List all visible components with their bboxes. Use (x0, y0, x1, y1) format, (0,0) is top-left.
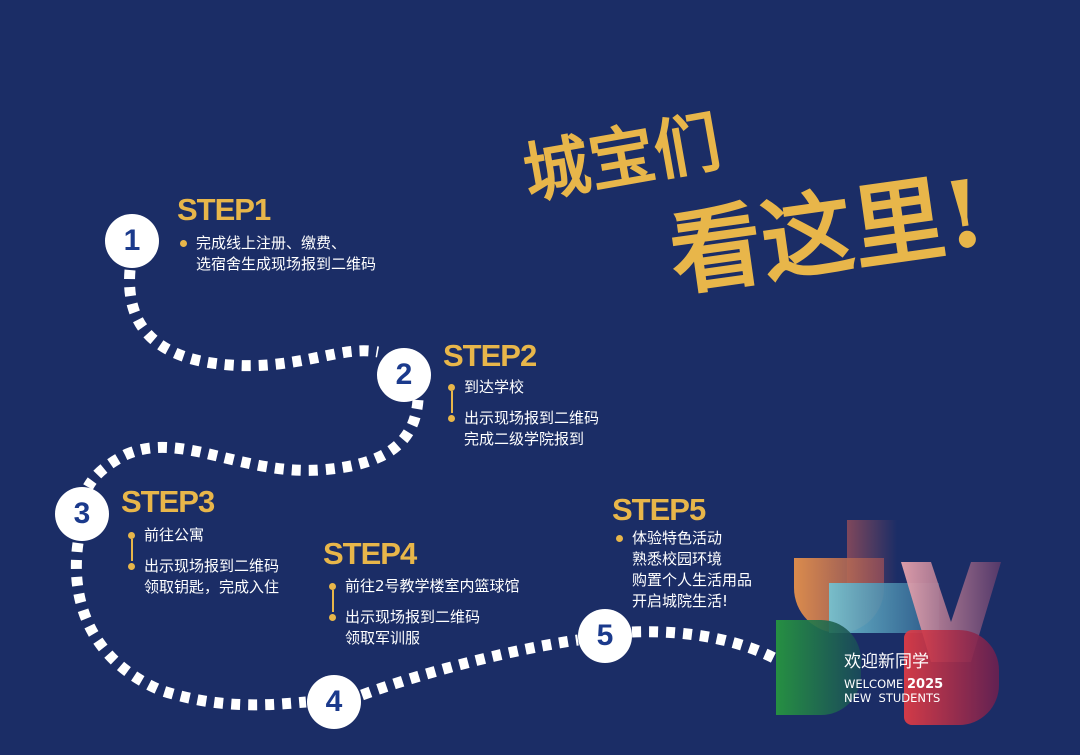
step-4-item: 前往2号教学楼室内篮球馆 (327, 576, 520, 612)
step-3-item: 前往公寓 (126, 525, 279, 561)
step-2-item: 到达学校 (446, 377, 599, 413)
step-5-items: 体验特色活动 熟悉校园环境 购置个人生活用品 开启城院生活! (614, 528, 752, 618)
step-4-item: 出示现场报到二维码 领取军训服 (327, 607, 520, 649)
step-2-circle: 2 (377, 348, 431, 402)
step-2-items: 到达学校 出示现场报到二维码 完成二级学院报到 (446, 377, 599, 456)
step-4-circle: 4 (307, 675, 361, 729)
step-1-item: 完成线上注册、缴费、 选宿舍生成现场报到二维码 (178, 233, 376, 275)
step-3-items: 前往公寓 出示现场报到二维码 领取钥匙，完成入住 (126, 525, 279, 604)
step-3-title: STEP3 (121, 484, 215, 519)
step-1-title: STEP1 (177, 192, 271, 227)
step-4-items: 前往2号教学楼室内篮球馆 出示现场报到二维码 领取军训服 (327, 576, 520, 655)
step-5-item: 体验特色活动 熟悉校园环境 购置个人生活用品 开启城院生活! (614, 528, 752, 612)
step-5-title: STEP5 (612, 492, 706, 527)
step-3-circle: 3 (55, 487, 109, 541)
welcome-cn: 欢迎新同学 (844, 652, 929, 672)
welcome-logo (776, 520, 1006, 725)
step-5-circle: 5 (578, 609, 632, 663)
step-2-item: 出示现场报到二维码 完成二级学院报到 (446, 408, 599, 450)
welcome-year: 2025 (906, 677, 944, 692)
step-1-items: 完成线上注册、缴费、 选宿舍生成现场报到二维码 (178, 233, 376, 281)
step-4-title: STEP4 (323, 536, 417, 571)
step-2-title: STEP2 (443, 338, 537, 373)
step-1-circle: 1 (105, 214, 159, 268)
welcome-sub: NEW STUDENTS (844, 691, 941, 705)
welcome-text: 欢迎新同学 WELCOME 2025 NEW STUDENTS (844, 647, 943, 705)
step-3-item: 出示现场报到二维码 领取钥匙，完成入住 (126, 556, 279, 598)
welcome-en: WELCOME (844, 677, 904, 691)
